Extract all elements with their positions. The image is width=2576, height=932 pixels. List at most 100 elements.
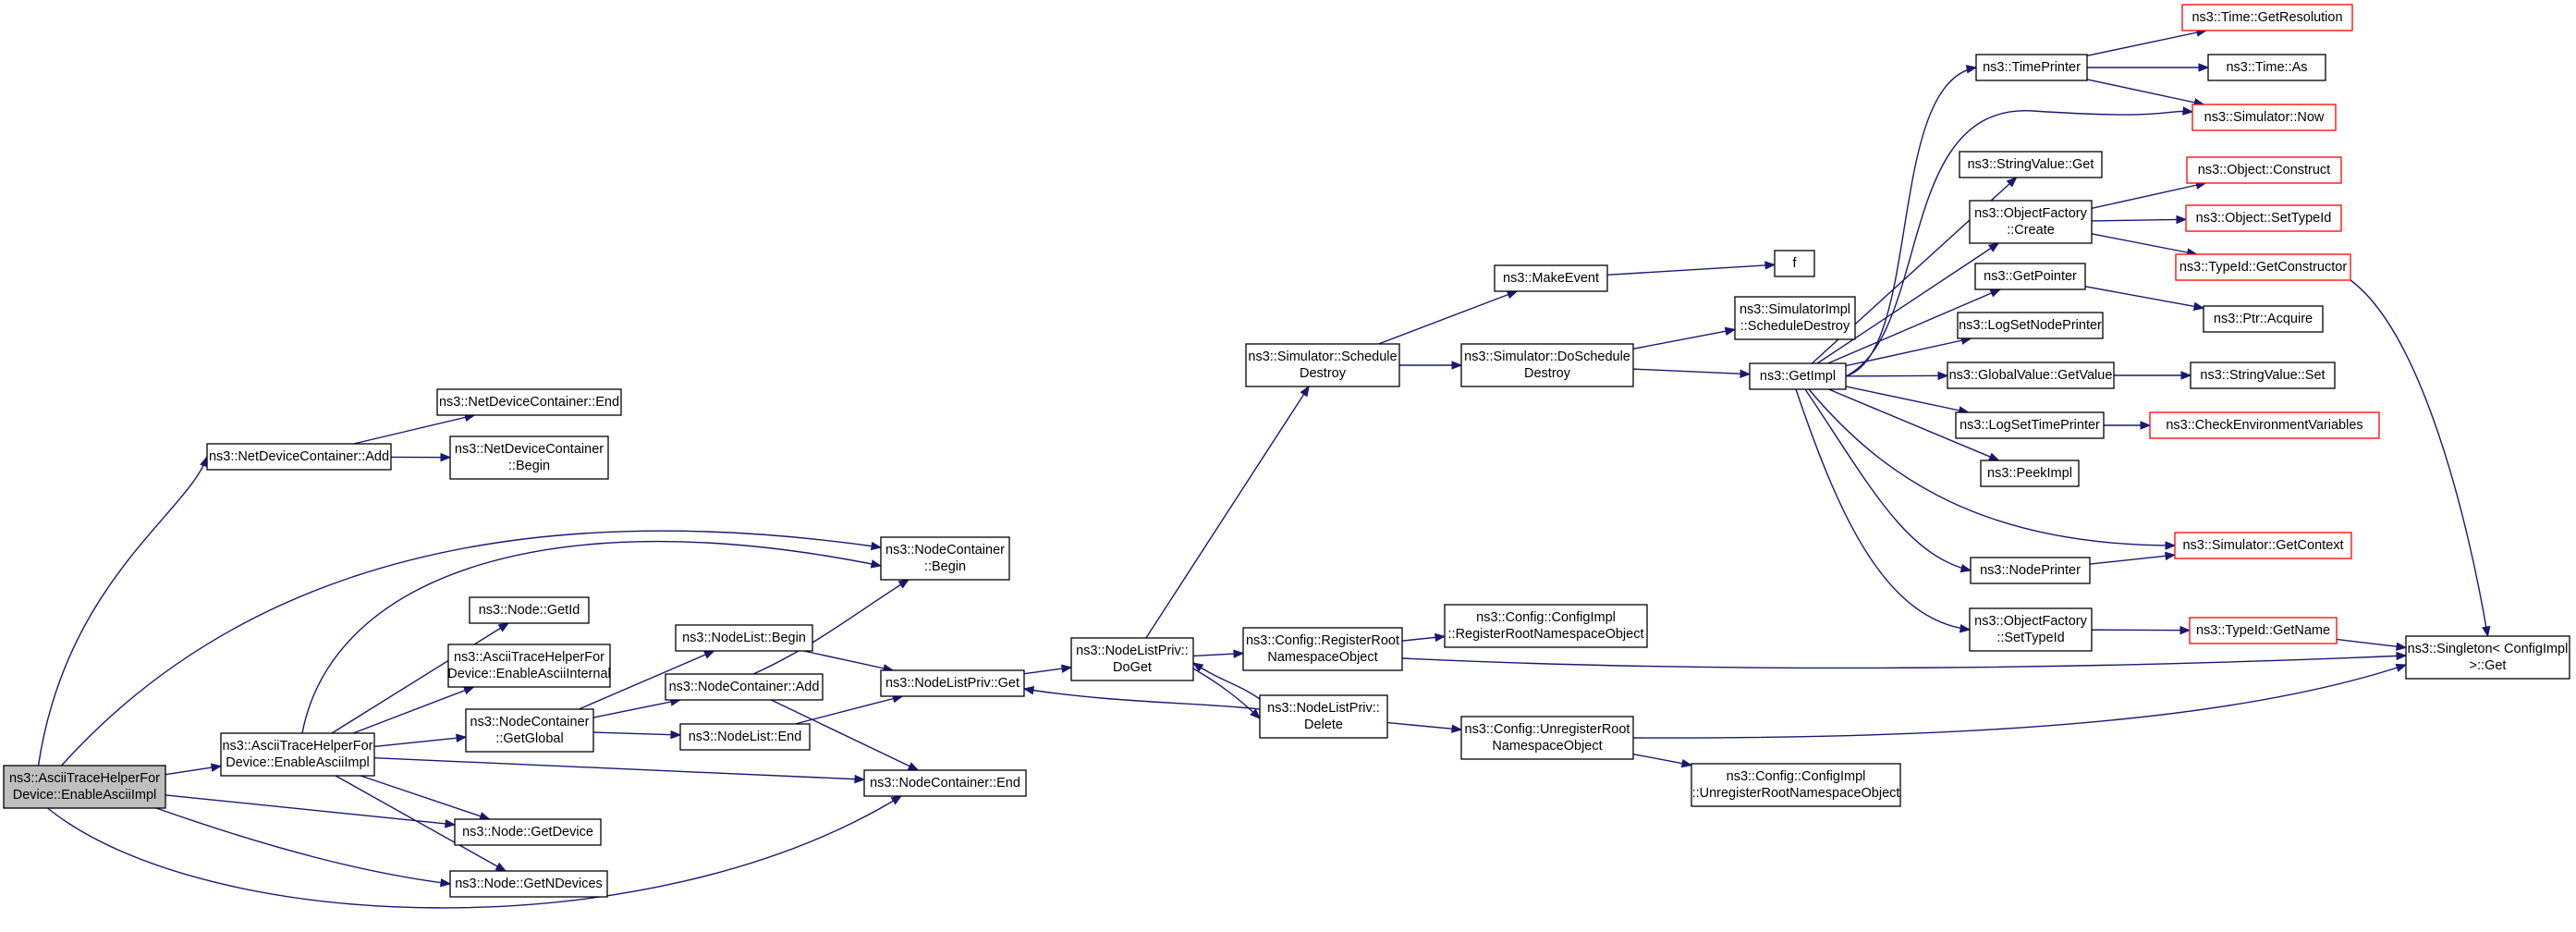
edge-line [1845,386,1969,413]
node-label: ns3::NodeContainer::Add [669,680,820,694]
node-nodelistpriv-get[interactable]: ns3::NodeListPriv::Get [880,669,1025,697]
node-enableasciiimpl2[interactable]: ns3::AsciiTraceHelperForDevice::EnableAs… [220,732,375,777]
node-box [2189,617,2338,644]
edge-nodeprinter-to-sim_getcontext [2089,551,2177,565]
node-box [1947,362,2115,389]
node-box [1691,763,1901,807]
node-f[interactable]: f [1774,250,1815,277]
node-box [1242,627,1403,671]
node-label: ns3::NodeListPriv:: [1076,644,1189,658]
node-timeprinter[interactable]: ns3::TimePrinter [1975,54,2088,81]
node-nc-begin[interactable]: ns3::NodeContainer::Begin [880,536,1010,581]
node-label: ns3::StringValue::Set [2200,368,2325,383]
node-getimpl[interactable]: ns3::GetImpl [1749,362,1847,390]
edge-line [1632,753,1692,766]
node-nodeprinter[interactable]: ns3::NodePrinter [1970,557,2091,584]
edge-arrowhead [1435,632,1447,643]
node-typeid-getconstructor[interactable]: ns3::TypeId::GetConstructor [2175,253,2351,281]
node-enableasciiimpl-root[interactable]: ns3::AsciiTraceHelperForDevice::EnableAs… [3,765,166,809]
node-enableasciiinternal[interactable]: ns3::AsciiTraceHelperForDevice::EnableAs… [447,644,611,688]
edge-line [331,622,509,734]
edge-enableasciiimpl_root-to-enableasciiimpl2 [165,763,223,776]
node-objectfactory-settypeid[interactable]: ns3::ObjectFactory::SetTypeId [1969,607,2093,652]
node-object-settypeid[interactable]: ns3::Object::SetTypeId [2185,204,2342,232]
node-stringvalue-get[interactable]: ns3::StringValue::Get [1959,151,2103,178]
node-ndc-end[interactable]: ns3::NetDeviceContainer::End [436,388,622,416]
node-makeevent[interactable]: ns3::MakeEvent [1494,264,1608,292]
edge-arrowhead [439,877,452,888]
node-ndc-add[interactable]: ns3::NetDeviceContainer::Add [206,443,392,471]
node-label: ns3::NetDeviceContainer [455,442,604,457]
node-node-getndevices[interactable]: ns3::Node::GetNDevices [449,870,608,898]
function-nodes: ns3::AsciiTraceHelperForDevice::EnableAs… [3,4,2570,898]
edge-arrowhead [2192,301,2205,312]
node-box [3,765,166,809]
edge-objectfactory_create-to-object_settypeid [2091,215,2188,225]
node-typeid-getname[interactable]: ns3::TypeId::GetName [2189,617,2338,644]
node-label: ns3::Simulator::DoSchedule [1464,350,1630,364]
node-label: ns3::Node::GetNDevices [455,877,603,891]
node-ndc-begin[interactable]: ns3::NetDeviceContainer::Begin [449,435,609,480]
edge-line [1845,337,1972,367]
edge-config_registerroot-to-singleton_get [1401,651,2408,669]
edge-line [795,695,903,725]
node-box [2181,4,2353,31]
edge-arrowhead [494,862,507,872]
node-nc-add[interactable]: ns3::NodeContainer::Add [665,673,824,701]
edge-arrowhead [210,763,223,772]
edge-arrowhead [1300,385,1310,398]
node-nodelistpriv-delete[interactable]: ns3::NodeListPriv::Delete [1259,694,1388,739]
node-nc-getglobal[interactable]: ns3::NodeContainer::GetGlobal [465,708,594,753]
node-nodelistpriv-doget[interactable]: ns3::NodeListPriv::DoGet [1070,637,1194,681]
edge-arrowhead [1060,664,1073,673]
edge-globalvalue_getvalue-to-stringvalue_set [2114,371,2192,380]
node-object-construct[interactable]: ns3::Object::Construct [2186,156,2342,184]
node-label: ns3::Config::UnregisterRoot [1465,722,1630,737]
edge-arrowhead [670,730,682,740]
edge-arrowhead [2165,551,2177,561]
edge-sim_doscheduledestroy-to-simimpl_scheduledestroy [1632,326,1737,350]
node-sim-getcontext[interactable]: ns3::Simulator::GetContext [2174,532,2352,559]
node-box [1975,54,2088,81]
edge-getimpl-to-sim_getcontext [1808,388,2177,550]
node-label: ns3::NetDeviceContainer::End [439,395,619,410]
node-ptr-acquire[interactable]: ns3::Ptr::Acquire [2203,305,2324,333]
edge-arrowhead [2482,625,2491,638]
node-globalvalue-getvalue[interactable]: ns3::GlobalValue::GetValue [1947,362,2115,389]
node-nc-end[interactable]: ns3::NodeContainer::End [863,769,1027,797]
node-logsettimeprinter[interactable]: ns3::LogSetTimePrinter [1955,411,2105,439]
node-label: NamespaceObject [1267,650,1377,665]
edge-arrowhead [497,622,510,632]
node-config-registerroot[interactable]: ns3::Config::RegisterRootNamespaceObject [1242,627,1403,671]
node-node-getid[interactable]: ns3::Node::GetId [469,596,590,624]
node-configimpl-registerroot[interactable]: ns3::Config::ConfigImpl::RegisterRootNam… [1444,604,1648,648]
edge-enableasciiimpl_root-to-nc_begin [60,530,883,766]
node-stringvalue-set[interactable]: ns3::StringValue::Set [2190,362,2336,389]
node-singleton-get[interactable]: ns3::Singleton< ConfigImpl >::Get [2405,635,2570,680]
edge-line [2086,79,2204,105]
node-time-getresolution[interactable]: ns3::Time::GetResolution [2181,4,2353,31]
node-nodelist-end[interactable]: ns3::NodeList::End [679,723,811,751]
node-label: ns3::MakeEvent [1503,271,1599,286]
node-peekimpl[interactable]: ns3::PeekImpl [1980,460,2080,487]
node-checkenv[interactable]: ns3::CheckEnvironmentVariables [2149,411,2380,439]
edge-line [60,530,882,766]
node-simimpl-scheduledestroy[interactable]: ns3::SimulatorImpl::ScheduleDestroy [1734,296,1856,340]
node-time-as[interactable]: ns3::Time::As [2207,54,2326,81]
node-node-getdevice[interactable]: ns3::Node::GetDevice [454,818,602,846]
edge-line [1632,664,2407,739]
edge-arrowhead [1959,624,1972,633]
node-sim-scheduledestroy[interactable]: ns3::Simulator::ScheduleDestroy [1245,343,1400,387]
node-configimpl-unregisterroot[interactable]: ns3::Config::ConfigImpl::UnregisterRootN… [1691,763,1901,807]
node-getpointer[interactable]: ns3::GetPointer [1974,263,2086,290]
node-objectfactory-create[interactable]: ns3::ObjectFactory::Create [1969,200,2093,244]
node-config-unregisterroot[interactable]: ns3::Config::UnregisterRootNamespaceObje… [1460,716,1634,760]
edge-line [592,699,681,718]
node-sim-now[interactable]: ns3::Simulator::Now [2191,104,2337,131]
edge-line [353,414,475,445]
node-nodelist-begin[interactable]: ns3::NodeList::Begin [675,624,813,652]
node-logsetnodeprinter[interactable]: ns3::LogSetNodePrinter [1957,312,2104,339]
edge-arrowhead [1680,758,1693,768]
